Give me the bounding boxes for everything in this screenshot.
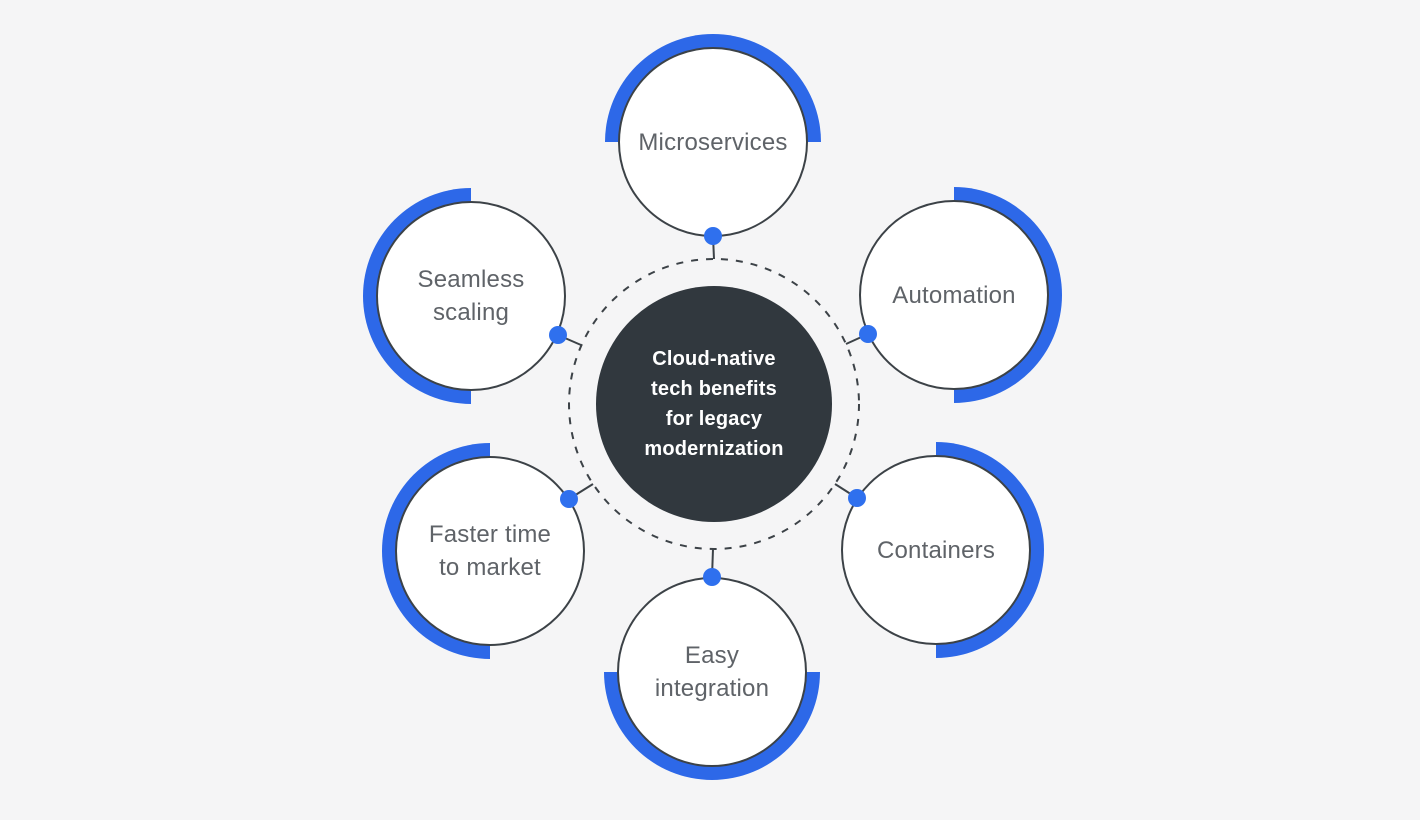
- node-microservices: Microservices: [605, 34, 821, 250]
- node-label-line: integration: [654, 675, 770, 702]
- node-easy-integration: Easy integration: [604, 564, 820, 780]
- node-faster-time-to-market: Faster time to market: [382, 443, 598, 659]
- node-circle: Faster time to market: [395, 456, 585, 646]
- node-label-line: Easy: [684, 642, 740, 669]
- node-label-line: Microservices: [638, 128, 788, 156]
- node-circle: Easy integration: [617, 577, 807, 767]
- node-label: Containers: [877, 534, 995, 567]
- node-containers: Containers: [828, 442, 1044, 658]
- node-circle: Automation: [859, 200, 1049, 390]
- center-title-line: for legacy: [665, 408, 763, 430]
- connector-dot: [703, 568, 721, 586]
- connector-dot: [560, 490, 578, 508]
- node-seamless-scaling: Seamless scaling: [363, 188, 579, 404]
- center-title-line: Cloud-native: [652, 348, 776, 370]
- node-label-line: Seamless: [417, 266, 525, 293]
- center-circle: Cloud-native tech benefits for legacy mo…: [596, 286, 832, 522]
- dashed-orbit-ring: [568, 258, 860, 550]
- center-title: Cloud-native tech benefits for legacy mo…: [644, 344, 783, 464]
- center-title-line: modernization: [644, 438, 784, 460]
- connector-dot: [848, 489, 866, 507]
- node-circle: Microservices: [618, 47, 808, 237]
- node-circle: Seamless scaling: [376, 201, 566, 391]
- connector-dot: [859, 325, 877, 343]
- node-label: Easy integration: [655, 639, 769, 705]
- node-label: Seamless scaling: [418, 263, 525, 329]
- node-label: Automation: [892, 279, 1015, 312]
- node-label: Faster time to market: [429, 518, 551, 584]
- node-label-line: Faster time: [428, 521, 552, 548]
- node-circle: Containers: [841, 455, 1031, 645]
- node-label-line: scaling: [432, 299, 510, 326]
- node-label: Microservices: [638, 126, 787, 159]
- node-automation: Automation: [846, 187, 1062, 403]
- center-title-line: tech benefits: [651, 378, 777, 400]
- connector-dot: [704, 227, 722, 245]
- node-label-line: to market: [439, 554, 541, 581]
- node-label-line: Automation: [892, 281, 1016, 309]
- node-label-line: Containers: [876, 536, 996, 564]
- connector-dot: [549, 326, 567, 344]
